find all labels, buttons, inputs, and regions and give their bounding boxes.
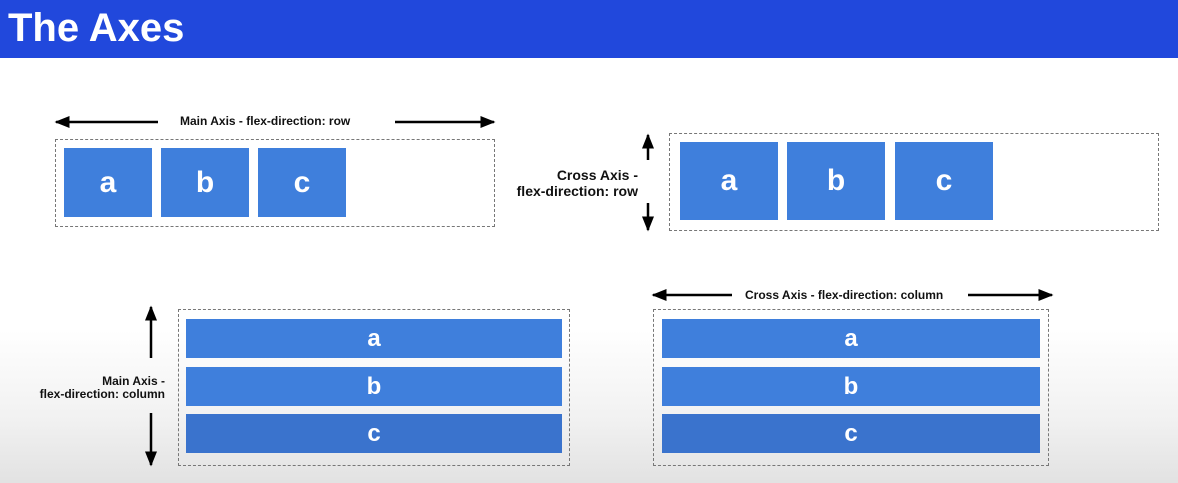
flex-item-c: c	[895, 142, 993, 220]
flex-item-a: a	[186, 319, 562, 358]
flex-item-c: c	[186, 414, 562, 453]
flex-item-a: a	[662, 319, 1040, 358]
row-main-container: a b c	[55, 139, 495, 227]
main-axis-column-label: Main Axis - flex-direction: column	[18, 375, 165, 401]
flex-item-a: a	[64, 148, 152, 217]
flex-item-b: b	[787, 142, 885, 220]
column-cross-container: a b c	[653, 309, 1049, 466]
cross-axis-row-label-line1: Cross Axis -	[556, 167, 638, 183]
flex-item-a: a	[680, 142, 778, 220]
row-cross-container: a b c	[669, 133, 1159, 231]
flex-item-c: c	[258, 148, 346, 217]
flex-item-b: b	[662, 367, 1040, 406]
main-axis-row-label: Main Axis - flex-direction: row	[180, 114, 351, 128]
cross-axis-row-label-line2: flex-direction: row	[516, 183, 638, 199]
column-main-container: a b c	[178, 309, 570, 466]
main-axis-column-label-line1: Main Axis -	[102, 374, 165, 388]
flex-item-c: c	[662, 414, 1040, 453]
cross-axis-column-label: Cross Axis - flex-direction: column	[745, 288, 944, 302]
flex-item-b: b	[161, 148, 249, 217]
page-title: The Axes	[8, 6, 185, 50]
flex-item-b: b	[186, 367, 562, 406]
header-bar: The Axes	[0, 0, 1178, 58]
cross-axis-row-label: Cross Axis - flex-direction: row	[510, 167, 638, 199]
main-axis-column-label-line2: flex-direction: column	[39, 387, 165, 401]
